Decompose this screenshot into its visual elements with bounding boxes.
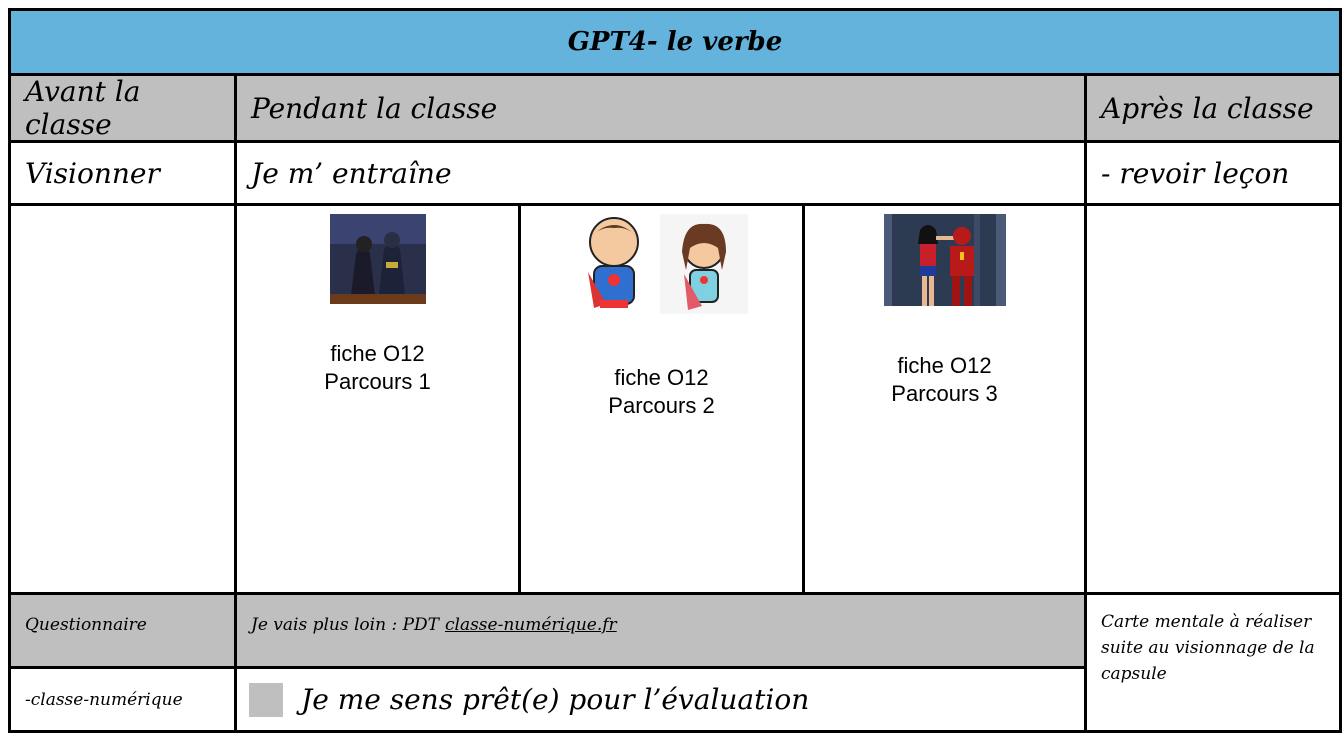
cell-classe-numerique: -classe-numérique	[8, 666, 237, 733]
parcours-3-fiche: fiche O12	[897, 353, 992, 378]
parcours-3-cell: fiche O12 Parcours 3	[802, 203, 1087, 595]
table-title: GPT4- le verbe	[8, 8, 1342, 76]
cartoon-superheroes-image	[575, 212, 748, 316]
cell-questionnaire: Questionnaire	[8, 592, 237, 669]
ready-checkbox[interactable]	[249, 682, 283, 717]
header-pendant: Pendant la classe	[234, 73, 1087, 143]
batman-catwoman-image	[329, 214, 426, 304]
pret-evaluation-label: Je me sens prêt(e) pour l’évaluation	[301, 683, 810, 716]
header-apres: Après la classe	[1084, 73, 1342, 143]
parcours-1-fiche: fiche O12	[330, 341, 425, 366]
cell-plus-loin: Je vais plus loin : PDT classe-numérique…	[234, 592, 1087, 669]
parcours-1-cell: fiche O12 Parcours 1	[234, 203, 521, 595]
parcours-2-fiche: fiche O12	[614, 365, 709, 390]
cell-revoir-lecon: - revoir leçon	[1084, 140, 1342, 206]
cell-pret-evaluation: Je me sens prêt(e) pour l’évaluation	[234, 666, 1087, 733]
header-avant: Avant la classe	[8, 73, 237, 143]
parcours-2-label: Parcours 2	[608, 393, 715, 418]
empty-cell-apres	[1084, 203, 1342, 595]
cell-entraine: Je m’ entraîne	[234, 140, 1087, 206]
empty-cell-avant	[8, 203, 237, 595]
cell-visionner: Visionner	[8, 140, 237, 206]
parcours-3-label: Parcours 3	[891, 381, 998, 406]
parcours-2-cell: fiche O12 Parcours 2	[518, 203, 805, 595]
plus-loin-text: Je vais plus loin : PDT	[251, 615, 439, 635]
wonderwoman-flash-image	[883, 214, 1006, 306]
classe-numerique-link[interactable]: classe-numérique.fr	[444, 615, 617, 635]
parcours-1-label: Parcours 1	[324, 369, 431, 394]
cell-carte-mentale: Carte mentale à réaliser suite au vision…	[1084, 592, 1342, 733]
